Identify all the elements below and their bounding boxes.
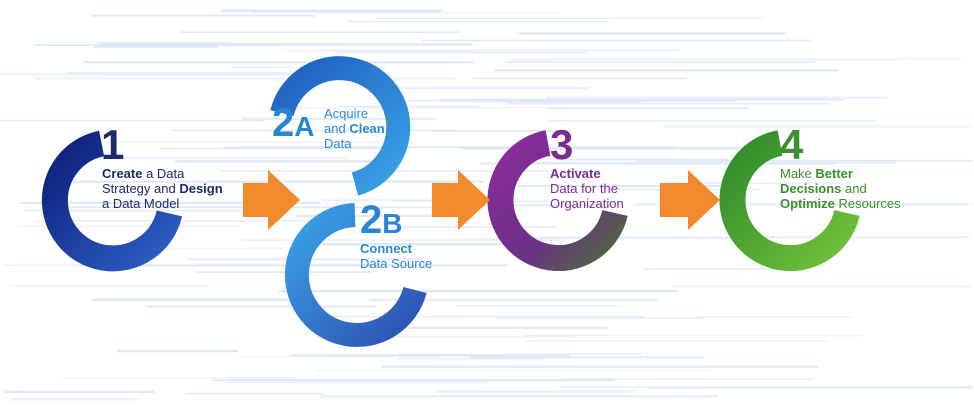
step-2a-ring <box>270 56 411 196</box>
step-3-line2: Data for the <box>550 181 618 196</box>
step-2a-text: Acquire and Clean Data <box>324 106 385 151</box>
step-4-bold-2: Decisions <box>780 181 842 196</box>
step-3-number: 3 <box>550 121 574 168</box>
arrow-right-icon <box>432 170 490 230</box>
step-2a-line2: and <box>324 121 350 136</box>
step-2a-line3: Data <box>324 136 352 151</box>
step-1-verb: Create <box>102 166 143 181</box>
step-2b-line1: Connect <box>360 241 412 256</box>
step-3-line1: Activate <box>550 166 601 181</box>
step-4-line1: Make <box>780 166 816 181</box>
step-1-line1: a Data <box>142 166 185 181</box>
step-2b-label: 2B <box>360 200 402 240</box>
step-2a-letter: A <box>294 111 315 142</box>
step-4-line2: and <box>841 181 867 196</box>
step-1-text: Create a Data Strategy and Design a Data… <box>102 166 223 211</box>
arrow-right-icon <box>243 170 300 230</box>
step-3-text: Activate Data for the Organization <box>550 166 624 211</box>
step-4-text: Make Better Decisions and Optimize Resou… <box>780 166 901 211</box>
step-2b-text: Connect Data Source <box>360 241 432 271</box>
step-3-ring <box>487 130 628 271</box>
step-3-line3: Organization <box>550 196 624 211</box>
step-2b-letter: B <box>382 208 403 239</box>
step-1-line3: a Data Model <box>102 196 180 211</box>
step-2a-label: 2A <box>272 103 314 143</box>
step-2b-number: 2 <box>360 198 383 242</box>
arrow-right-icon <box>660 170 720 230</box>
step-2a-number: 2 <box>272 101 295 145</box>
step-4-bold-3: Optimize <box>780 196 835 211</box>
step-1-line2: Strategy and <box>102 181 180 196</box>
step-4-ring <box>719 130 860 271</box>
step-2b-ring <box>284 203 427 347</box>
step-1-verb-2: Design <box>179 181 223 196</box>
step-4-bold-1: Better <box>815 166 853 181</box>
step-4-line3: Resources <box>834 196 901 211</box>
step-4-number: 4 <box>780 121 804 168</box>
step-1-number: 1 <box>101 121 125 168</box>
step-2a-bold: Clean <box>349 121 385 136</box>
step-1-ring <box>41 130 183 272</box>
step-2a-line1: Acquire <box>324 106 369 121</box>
step-2b-line2: Data Source <box>360 256 433 271</box>
